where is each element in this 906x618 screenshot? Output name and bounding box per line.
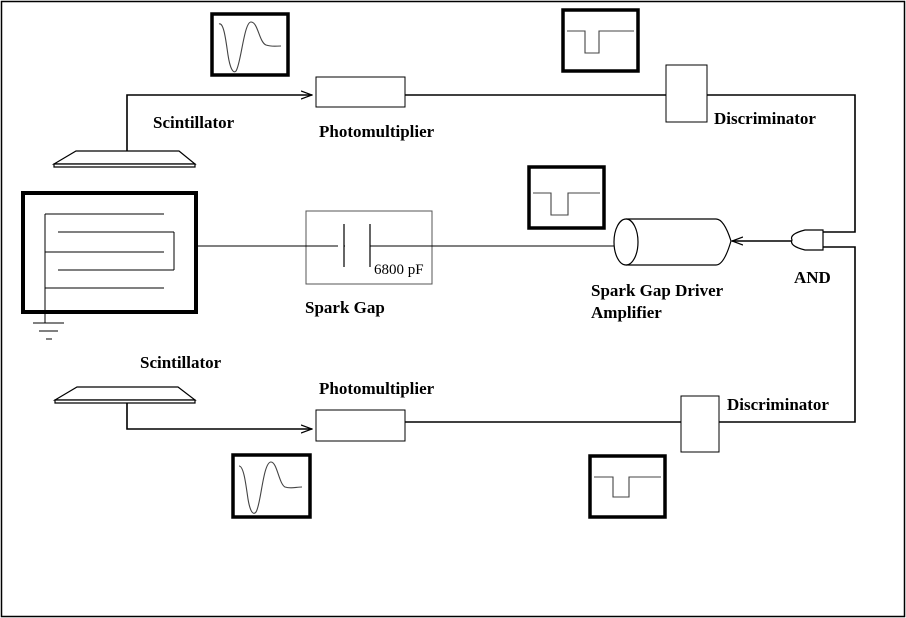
label-photomultiplier-bottom: Photomultiplier — [319, 379, 435, 398]
capacitor-dielectric — [345, 244, 369, 248]
scope-bottom-disc — [588, 454, 667, 519]
wire-top-disc-and — [707, 94, 856, 233]
scope-bottom-pmt — [231, 453, 312, 519]
label-capacitance: 6800 pF — [374, 262, 424, 278]
scope-top-pmt — [210, 12, 290, 77]
label-discriminator-bottom: Discriminator — [727, 395, 829, 414]
scope-amplifier — [527, 165, 606, 230]
scope-top-disc — [561, 8, 640, 73]
bottom-photomultiplier-box — [315, 409, 406, 442]
label-scintillator-bottom: Scintillator — [140, 353, 222, 372]
top-discriminator-box — [665, 64, 708, 123]
label-discriminator-top: Discriminator — [714, 109, 816, 128]
label-driver-line2: Amplifier — [591, 303, 662, 322]
bottom-discriminator-box — [680, 395, 720, 453]
wire-bottom-disc-and — [719, 246, 856, 423]
top-photomultiplier-box — [315, 76, 406, 108]
bottom-scintillator — [52, 386, 197, 404]
label-driver-line1: Spark Gap Driver — [591, 281, 724, 300]
label-and: AND — [794, 268, 831, 287]
wire-top-scint-pmt — [126, 95, 312, 151]
spark-gap-driver-amplifier — [613, 218, 732, 266]
label-scintillator-top: Scintillator — [153, 113, 235, 132]
label-photomultiplier-top: Photomultiplier — [319, 122, 435, 141]
and-gate-symbol — [790, 229, 824, 251]
capacitor-gap — [338, 224, 344, 267]
wire-bottom-scint-pmt — [126, 403, 312, 429]
label-spark-gap: Spark Gap — [305, 298, 385, 317]
spark-chamber — [21, 191, 198, 340]
top-scintillator — [51, 150, 197, 168]
